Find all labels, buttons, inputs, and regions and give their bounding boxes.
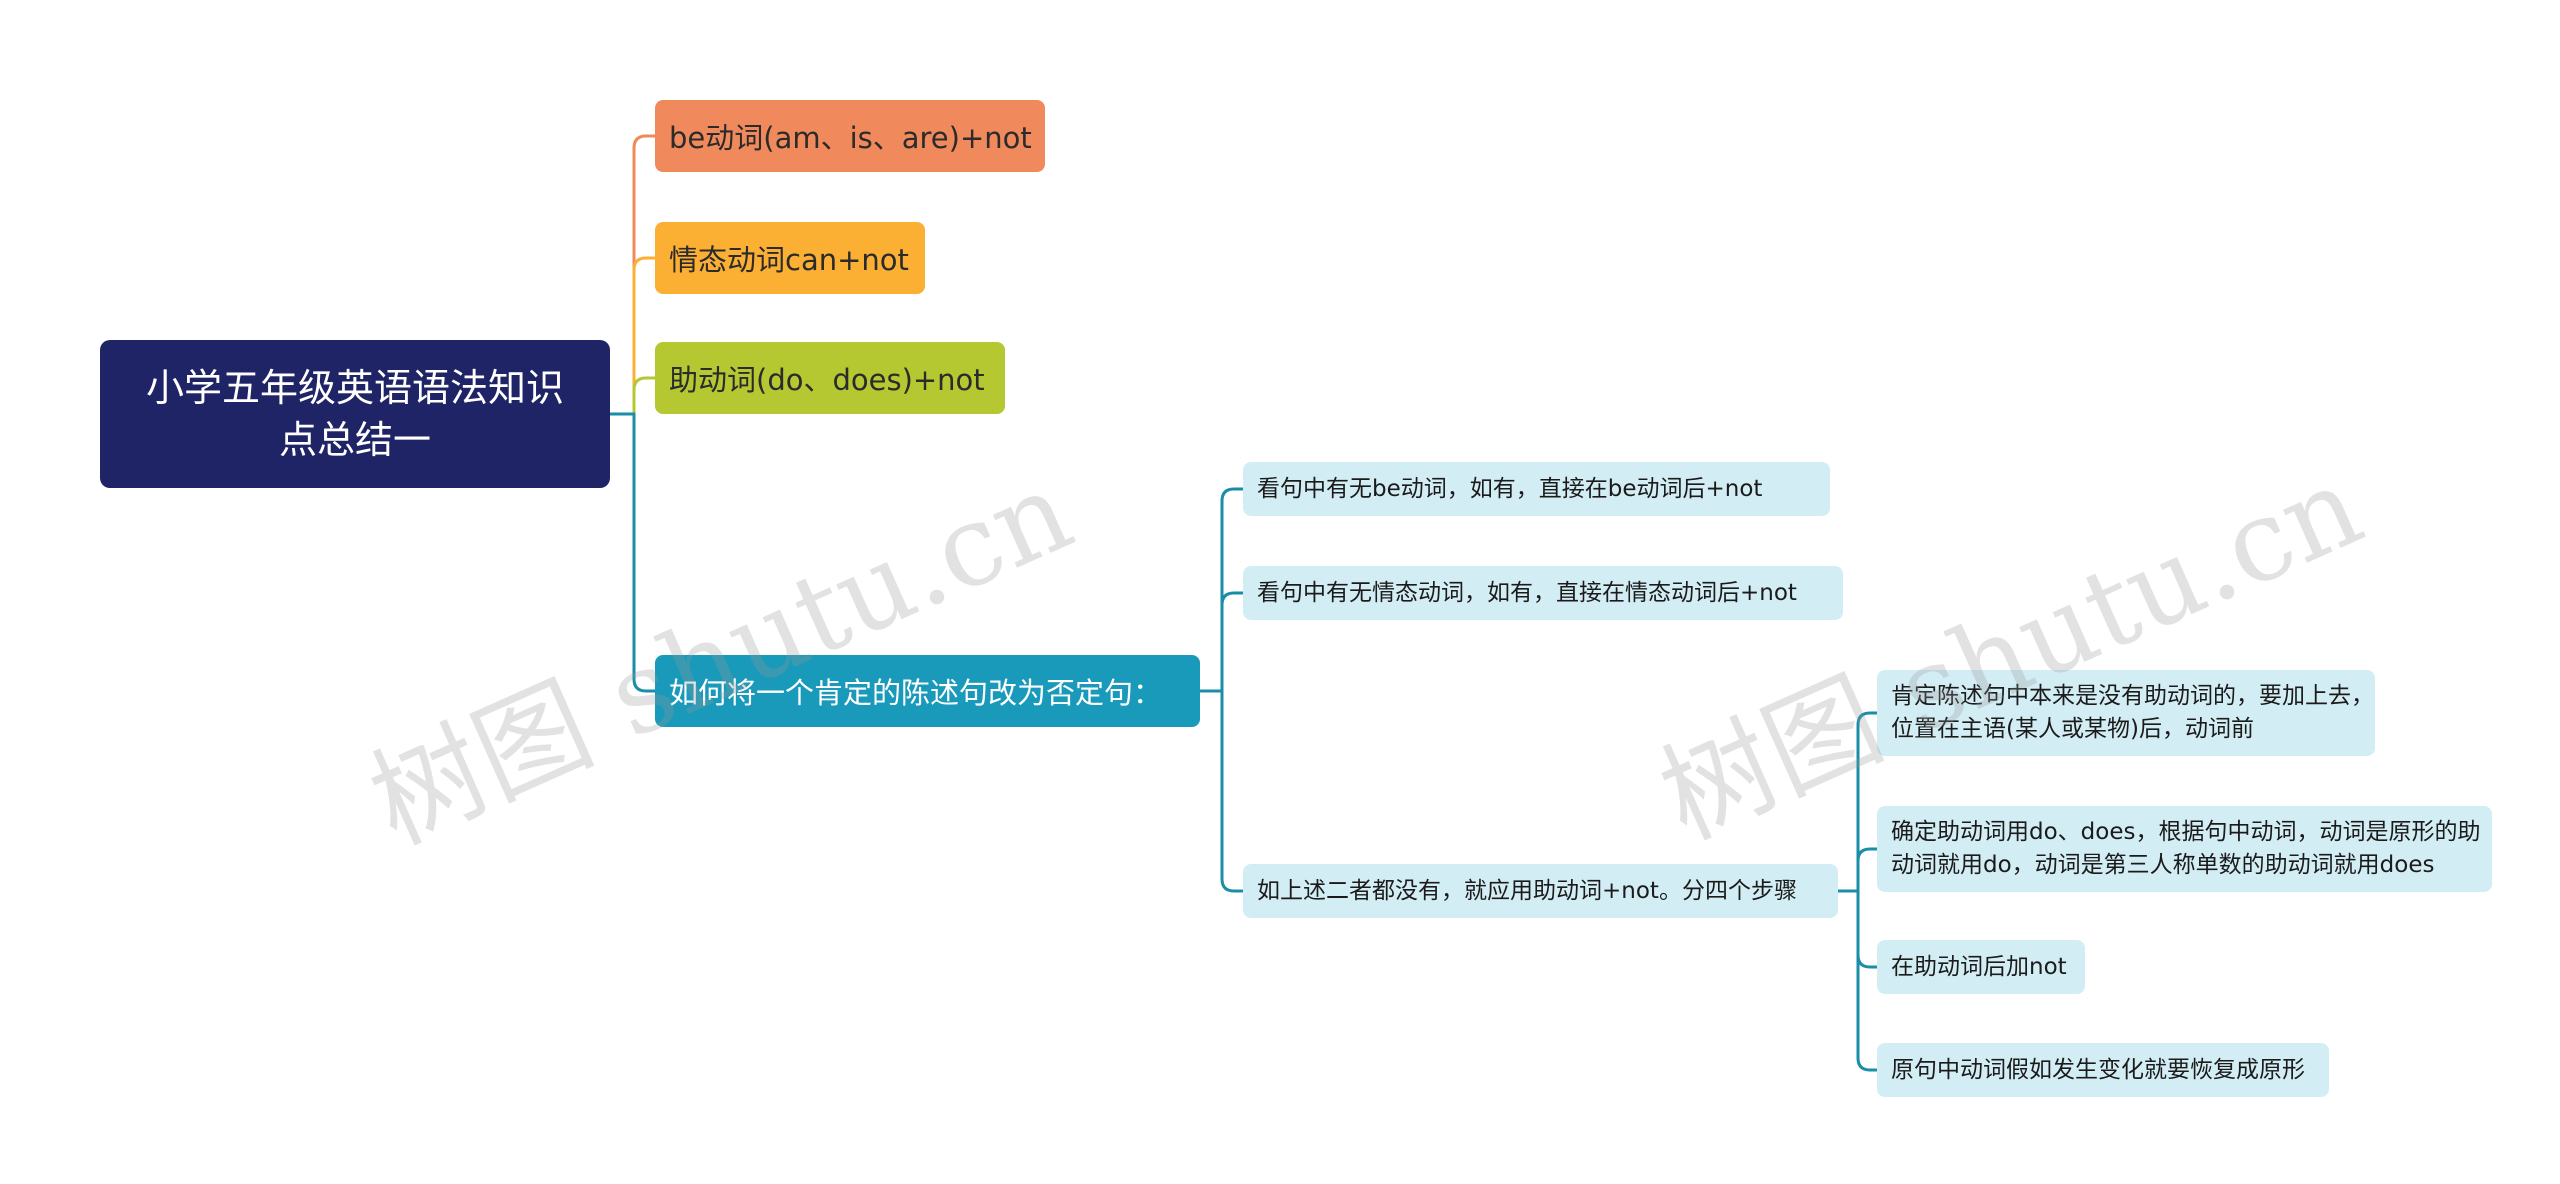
step-label: 原句中动词假如发生变化就要恢复成原形	[1891, 1056, 2305, 1083]
branch-be-verb[interactable]: be动词(am、is、are)+not	[655, 100, 1045, 172]
connector-root-b1	[610, 134, 655, 416]
step-add-not[interactable]: 在助动词后加not	[1877, 940, 2085, 994]
leaf-four-steps[interactable]: 如上述二者都没有，就应用助动词+not。分四个步骤	[1243, 864, 1838, 918]
root-node[interactable]: 小学五年级英语语法知识点总结一	[100, 340, 610, 488]
branch-label: 助动词(do、does)+not	[669, 363, 985, 397]
connector-root-b3	[632, 376, 655, 414]
connector-l3-s4	[1856, 891, 1877, 1072]
branch-label: 如何将一个肯定的陈述句改为否定句：	[669, 676, 1163, 710]
connector-b4-l1	[1200, 487, 1243, 693]
branch-auxiliary-verb[interactable]: 助动词(do、does)+not	[655, 342, 1005, 414]
leaf-be-verb-check[interactable]: 看句中有无be动词，如有，直接在be动词后+not	[1243, 462, 1830, 516]
branch-label: be动词(am、is、are)+not	[669, 121, 1032, 155]
leaf-label: 看句中有无情态动词，如有，直接在情态动词后+not	[1257, 579, 1797, 606]
connector-root-b2	[632, 256, 655, 414]
leaf-modal-verb-check[interactable]: 看句中有无情态动词，如有，直接在情态动词后+not	[1243, 566, 1843, 620]
step-restore-base-form[interactable]: 原句中动词假如发生变化就要恢复成原形	[1877, 1043, 2329, 1097]
leaf-label: 看句中有无be动词，如有，直接在be动词后+not	[1257, 475, 1763, 502]
branch-label: 情态动词can+not	[669, 243, 909, 277]
connector-l3-s3	[1856, 891, 1877, 969]
step-label: 肯定陈述句中本来是没有助动词的，要加上去，位置在主语(某人或某物)后，动词前	[1891, 683, 2374, 742]
connector-l3-s1	[1838, 711, 1877, 893]
step-label: 在助动词后加not	[1891, 953, 2067, 980]
branch-negative-sentence[interactable]: 如何将一个肯定的陈述句改为否定句：	[655, 655, 1200, 727]
connector-b4-l2	[1220, 591, 1243, 691]
root-title: 小学五年级英语语法知识点总结一	[145, 366, 564, 462]
leaf-label: 如上述二者都没有，就应用助动词+not。分四个步骤	[1257, 877, 1797, 904]
connector-b4-l3	[1220, 691, 1243, 893]
step-add-auxiliary[interactable]: 肯定陈述句中本来是没有助动词的，要加上去，位置在主语(某人或某物)后，动词前	[1877, 670, 2375, 756]
step-choose-do-does[interactable]: 确定助动词用do、does，根据句中动词，动词是原形的助动词就用do，动词是第三…	[1877, 806, 2492, 892]
step-label: 确定助动词用do、does，根据句中动词，动词是原形的助动词就用do，动词是第三…	[1891, 819, 2481, 878]
branch-modal-verb[interactable]: 情态动词can+not	[655, 222, 925, 294]
connector-l3-s2	[1856, 847, 1877, 891]
connector-root-b4	[610, 412, 655, 693]
